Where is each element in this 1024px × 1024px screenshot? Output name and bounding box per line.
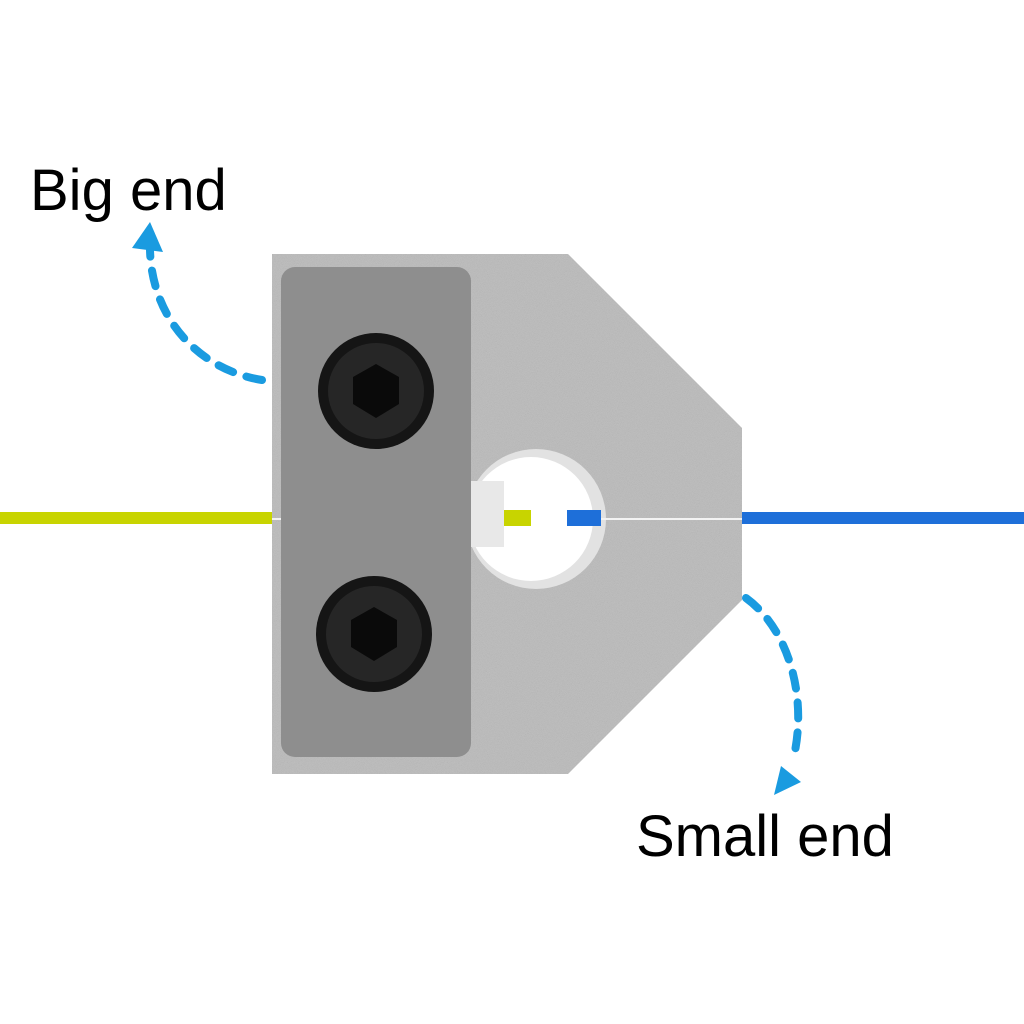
yellow-filament [0,512,275,524]
small-end-label: Small end [636,804,894,869]
big-end-label: Big end [30,158,227,223]
yellow-filament-tip [504,510,531,526]
big-end-arrow-icon [132,222,266,384]
small-end-arrow-icon [742,594,803,795]
ptfe-insert [470,481,504,547]
blue-filament [740,512,1024,524]
blue-filament-tip [567,510,601,526]
screw-top [318,333,434,449]
screw-bottom [316,576,432,692]
